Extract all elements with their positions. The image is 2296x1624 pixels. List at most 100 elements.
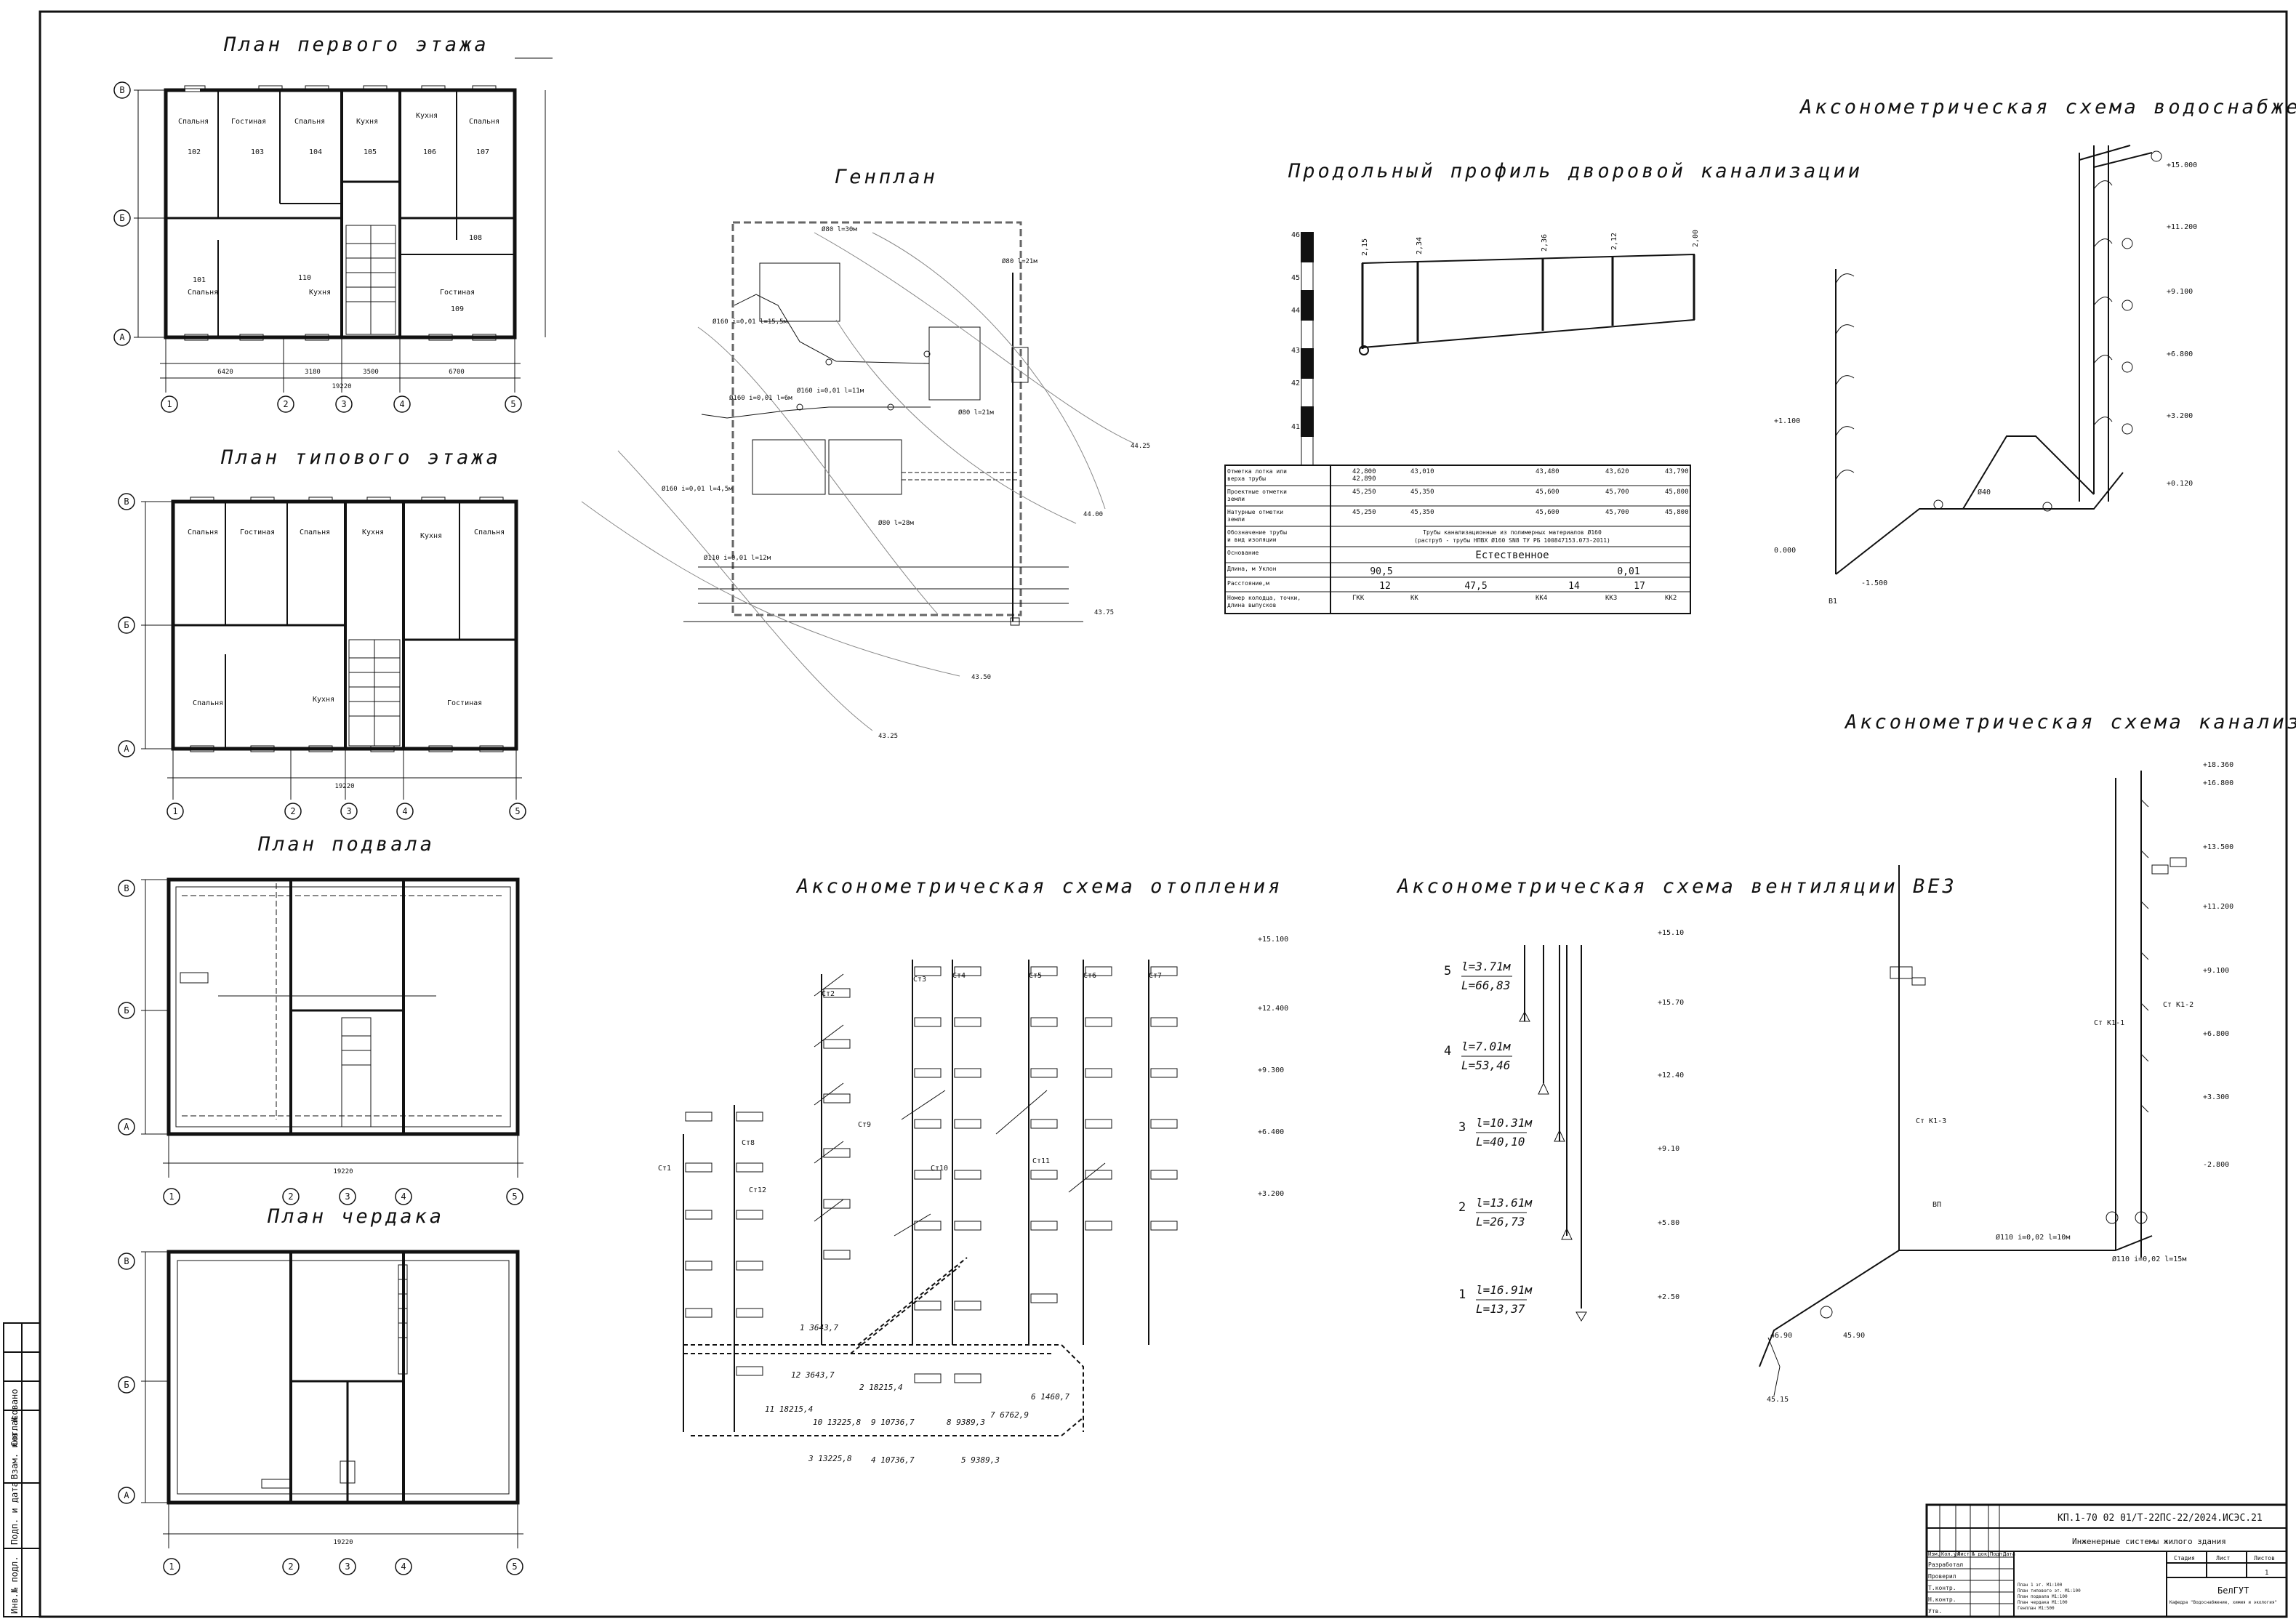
heat-load: 6 1460,7 bbox=[1031, 1392, 1069, 1402]
profile-cell: 43,480 bbox=[1536, 468, 1560, 475]
sewer-label: 45.15 bbox=[1767, 1396, 1789, 1404]
vent-item-flow: L=40,10 bbox=[1476, 1135, 1525, 1149]
heat-riser-label: Ст7 bbox=[1149, 972, 1162, 980]
profile-row-label: длина выпусков bbox=[1227, 602, 1276, 608]
stamp-note-line: План подвала М1:100 bbox=[2018, 1594, 2068, 1599]
stamp-sheet: Лист bbox=[2216, 1555, 2230, 1561]
typ-room: Кухня bbox=[420, 532, 442, 540]
genplan-label: 44.25 bbox=[1131, 443, 1150, 450]
genplan-label: Ø160 i=0,01 l=6м bbox=[729, 394, 792, 402]
radiator bbox=[823, 1250, 851, 1260]
profile-scale: 46 bbox=[1291, 231, 1300, 239]
stamp-sheets: Листов bbox=[2254, 1555, 2275, 1561]
side-label-4: Согласовано bbox=[9, 1389, 20, 1447]
plan1-room: Спальня bbox=[178, 118, 209, 126]
genplan-label: 43.25 bbox=[878, 733, 898, 740]
radiator bbox=[1085, 1068, 1112, 1078]
plan1-room: 110 bbox=[298, 274, 311, 282]
radiator bbox=[736, 1210, 763, 1220]
axis-col-label: 3 bbox=[345, 1561, 350, 1572]
radiator bbox=[823, 1148, 851, 1158]
plan1-room: Гостиная bbox=[231, 118, 266, 126]
profile-cell: ГКК bbox=[1352, 595, 1365, 602]
dim-seg: 6700 bbox=[449, 369, 465, 376]
radiator bbox=[1150, 966, 1178, 976]
profile-cell: 43,620 bbox=[1605, 468, 1629, 475]
vent-level: +2.50 bbox=[1658, 1293, 1679, 1301]
axis-col-label: 2 bbox=[288, 1561, 293, 1572]
profile-cell: 47,5 bbox=[1464, 581, 1487, 592]
axis-col-label: 3 bbox=[341, 399, 346, 409]
stamp-org: БелГУТ bbox=[2217, 1585, 2249, 1596]
axis-col-label: 1 bbox=[169, 1561, 174, 1572]
title-axo-heating: Аксонометрическая схема отопления bbox=[795, 875, 1283, 898]
profile-row-label: Номер колодца, точки, bbox=[1227, 595, 1301, 601]
plan-basement bbox=[141, 877, 523, 1178]
stamp-role: Н.контр. bbox=[1928, 1596, 1956, 1603]
vent-level: +12.40 bbox=[1658, 1072, 1684, 1080]
axo-heating: +15.100 +12.400 +9.300 +6.400 +3.200 Ст1… bbox=[658, 936, 1288, 1465]
heat-riser-label: Ст6 bbox=[1083, 972, 1096, 980]
typ-room: Спальня bbox=[474, 528, 505, 536]
profile-scale: 45 bbox=[1291, 274, 1300, 282]
vent-item-length: l=10.31м bbox=[1476, 1116, 1533, 1130]
radiator bbox=[1150, 1170, 1178, 1180]
radiator bbox=[914, 1170, 942, 1180]
profile-cell: 45,250 bbox=[1352, 509, 1376, 516]
profile-cell: 45,700 bbox=[1605, 489, 1629, 496]
profile-row-label: верха трубы bbox=[1227, 475, 1266, 482]
profile-cell: 45,250 bbox=[1352, 489, 1376, 496]
radiator bbox=[1085, 1170, 1112, 1180]
profile-cell: КК2 bbox=[1665, 595, 1677, 602]
sheet-frame bbox=[39, 10, 2288, 1618]
vent-item-number: 2 bbox=[1458, 1200, 1466, 1215]
heat-riser-label: Ст5 bbox=[1029, 972, 1042, 980]
radiator bbox=[954, 1068, 982, 1078]
radiator bbox=[1150, 1017, 1178, 1027]
vent-item-flow: L=13,37 bbox=[1476, 1302, 1525, 1316]
plan1-room: 109 bbox=[451, 305, 464, 313]
typ-room: Кухня bbox=[313, 696, 334, 704]
profile-cell: (раструб - трубы НПВХ Ø160 SN8 ТУ РБ 100… bbox=[1414, 536, 1610, 544]
radiator bbox=[685, 1210, 713, 1220]
radiator bbox=[1150, 1119, 1178, 1129]
plan1-room: 102 bbox=[188, 148, 201, 156]
axis-col-label: 5 bbox=[510, 399, 515, 409]
sewer-label: Ø110 i=0,02 l=10м bbox=[1996, 1233, 2070, 1242]
radiator bbox=[954, 1301, 982, 1311]
radiator bbox=[736, 1308, 763, 1318]
axis-col-label: 5 bbox=[512, 1191, 517, 1202]
typ-room: Гостиная bbox=[240, 528, 275, 536]
profile-cell: 45,600 bbox=[1536, 509, 1560, 516]
dim-total: 19220 bbox=[332, 383, 351, 390]
profile-cell: 45,700 bbox=[1605, 509, 1629, 516]
profile-row-label: Обозначение трубы bbox=[1227, 528, 1287, 536]
axis-row-label: Б bbox=[124, 1380, 129, 1390]
sewer-level: +11.200 bbox=[2203, 903, 2233, 911]
title-plan-basement: План подвала bbox=[257, 833, 435, 856]
vent-item-length: l=3.71м bbox=[1461, 960, 1512, 973]
axis-row-label: В bbox=[124, 497, 129, 507]
vent-item-flow: L=26,73 bbox=[1476, 1215, 1525, 1229]
axis-col-label: 5 bbox=[515, 806, 520, 816]
radiator bbox=[914, 1221, 942, 1231]
heat-riser-label: Ст11 bbox=[1032, 1157, 1050, 1165]
heat-load: 3 13225,8 bbox=[808, 1454, 852, 1463]
plan1-room: Спальня bbox=[469, 118, 499, 126]
axis-row-label: Б bbox=[119, 213, 124, 223]
radiator bbox=[685, 1308, 713, 1318]
radiator bbox=[823, 988, 851, 998]
radiator bbox=[954, 1119, 982, 1129]
profile-depth: 2,00 bbox=[1692, 230, 1700, 247]
plan1-room: Кухня bbox=[309, 289, 331, 297]
radiator bbox=[1085, 1221, 1112, 1231]
water-level: +9.100 bbox=[2167, 288, 2193, 296]
radiator bbox=[1030, 1221, 1058, 1231]
radiator bbox=[736, 1366, 763, 1376]
water-level: +3.200 bbox=[2167, 412, 2193, 420]
stamp-note-line: План типового эт. М1:100 bbox=[2018, 1588, 2081, 1593]
radiator bbox=[914, 1017, 942, 1027]
sewer-level: +18.360 bbox=[2203, 761, 2233, 769]
side-label-3: Взам. инв. № bbox=[9, 1416, 20, 1479]
profile-cell: 17 bbox=[1634, 581, 1645, 592]
